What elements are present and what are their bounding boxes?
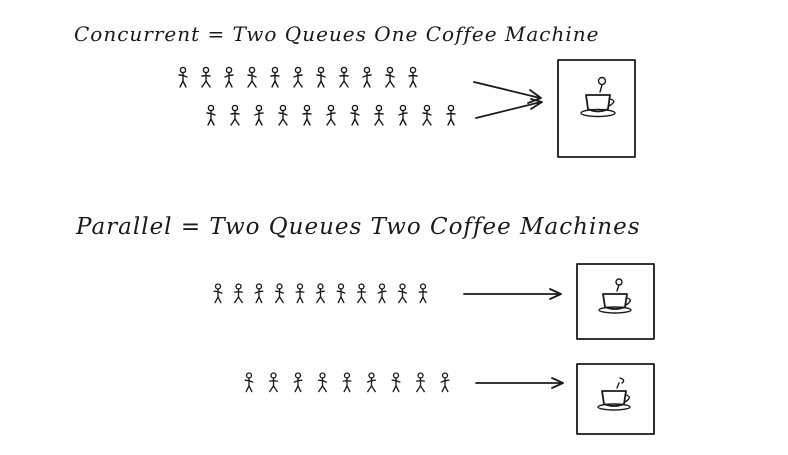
- person-icon: [316, 66, 326, 88]
- coffee-machine-2: [576, 363, 655, 435]
- person-icon: [247, 66, 257, 88]
- person-icon: [446, 104, 456, 126]
- person-icon: [318, 372, 327, 393]
- person-icon: [230, 104, 240, 126]
- concurrent-heading: Concurrent = Two Queues One Coffee Machi…: [74, 22, 600, 46]
- person-icon: [336, 283, 346, 304]
- person-icon: [362, 66, 372, 88]
- person-icon: [316, 283, 325, 304]
- coffee-machine-shared: [557, 59, 636, 158]
- person-icon: [377, 283, 387, 304]
- person-icon: [244, 372, 254, 393]
- person-icon: [391, 372, 401, 393]
- person-icon: [398, 283, 407, 304]
- person-icon: [293, 66, 303, 88]
- person-icon: [234, 283, 243, 304]
- parallel-queue-2: [244, 372, 450, 393]
- person-icon: [178, 66, 188, 88]
- arrow-parallel-queue-2: [475, 377, 564, 389]
- person-icon: [213, 283, 223, 304]
- person-icon: [342, 372, 352, 393]
- person-icon: [302, 104, 312, 126]
- person-icon: [270, 66, 280, 88]
- person-icon: [350, 104, 360, 126]
- person-icon: [254, 283, 264, 304]
- arrow-concurrent-queue-1: [473, 81, 542, 104]
- person-icon: [408, 66, 418, 88]
- person-icon: [339, 66, 349, 88]
- coffee-cup-icon: [597, 377, 631, 411]
- person-icon: [326, 104, 336, 126]
- person-icon: [201, 66, 211, 88]
- person-icon: [269, 372, 278, 393]
- coffee-cup-icon: [580, 76, 616, 118]
- person-icon: [418, 283, 428, 304]
- person-icon: [440, 372, 450, 393]
- person-icon: [295, 283, 305, 304]
- coffee-machine-1: [576, 263, 655, 340]
- person-icon: [224, 66, 234, 88]
- person-icon: [367, 372, 376, 393]
- person-icon: [416, 372, 425, 393]
- person-icon: [293, 372, 303, 393]
- person-icon: [374, 104, 384, 126]
- person-icon: [422, 104, 432, 126]
- parallel-heading: Parallel = Two Queues Two Coffee Machine…: [76, 214, 641, 240]
- person-icon: [254, 104, 264, 126]
- person-icon: [275, 283, 284, 304]
- concurrent-queue-2: [206, 104, 456, 126]
- coffee-cup-icon: [598, 278, 632, 314]
- person-icon: [357, 283, 366, 304]
- arrow-parallel-queue-1: [463, 288, 562, 300]
- person-icon: [398, 104, 408, 126]
- concurrent-queue-1: [178, 66, 418, 88]
- person-icon: [385, 66, 395, 88]
- person-icon: [278, 104, 288, 126]
- arrow-concurrent-queue-2: [475, 98, 543, 119]
- person-icon: [206, 104, 216, 126]
- parallel-queue-1: [213, 283, 428, 304]
